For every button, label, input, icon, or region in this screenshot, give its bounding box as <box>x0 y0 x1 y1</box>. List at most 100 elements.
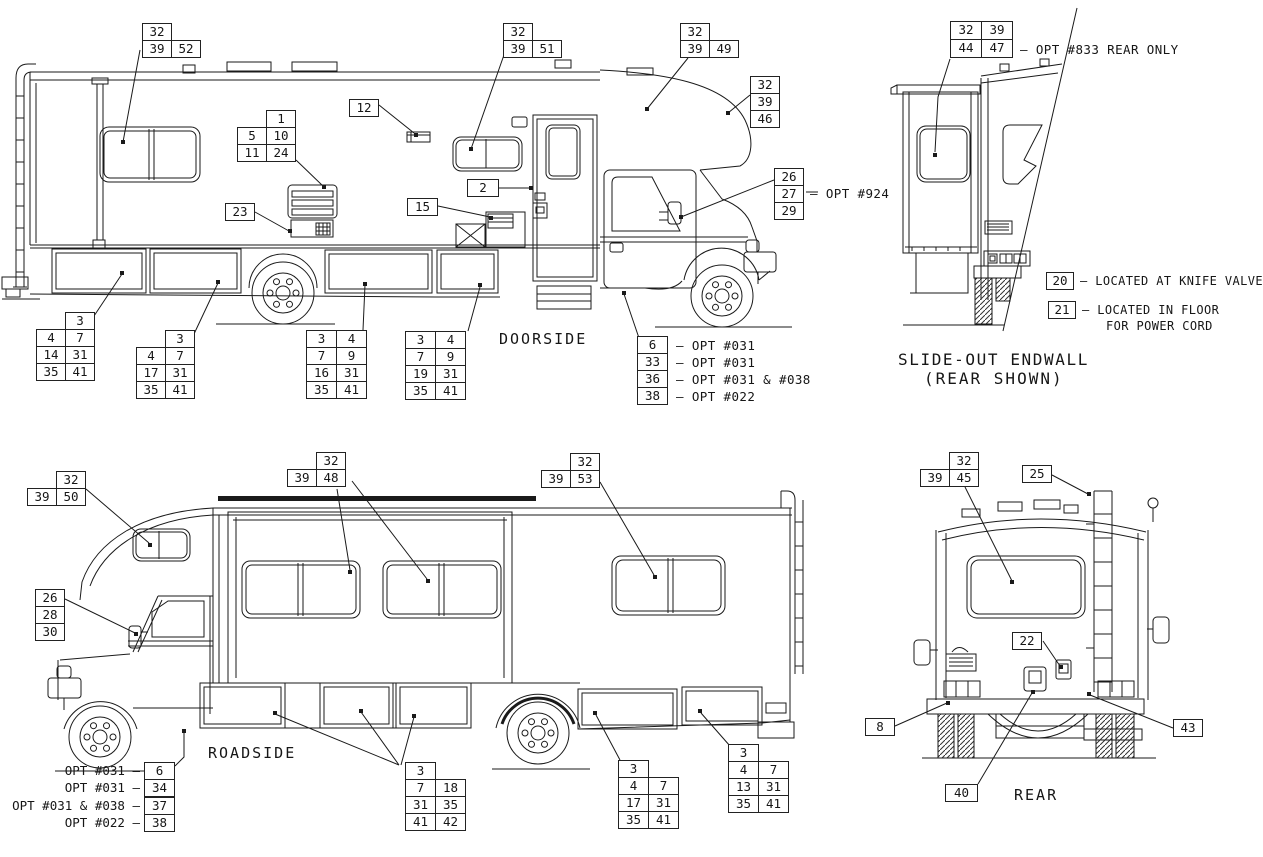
table-cell: 32 <box>950 21 982 40</box>
option-note: OPT #031 – <box>64 763 140 778</box>
table-cell: 16 <box>306 364 337 382</box>
callout-box: 26 <box>774 168 804 186</box>
table-cell: 31 <box>758 778 789 796</box>
location-note: – LOCATED AT KNIFE VALVE <box>1080 274 1263 288</box>
table-cell: 41 <box>405 813 436 831</box>
callout-box: 49 <box>709 40 739 58</box>
table-cell: 3 <box>405 331 436 349</box>
rear-drawing <box>894 474 1174 785</box>
table-cell: 35 <box>435 796 466 814</box>
table-cell: 7 <box>65 329 95 347</box>
table-cell: 35 <box>728 795 759 813</box>
callout-box: 33 <box>637 353 668 371</box>
callout-box: 26 <box>35 589 65 607</box>
table-cell: 3 <box>306 330 337 348</box>
table-cell: 18 <box>435 779 466 797</box>
roadside-drawing <box>47 480 804 772</box>
table-cell: 41 <box>648 811 679 829</box>
callout-box: 21 <box>1048 301 1076 319</box>
callout-box: 32 <box>503 23 533 41</box>
table-cell: 3 <box>618 760 649 778</box>
callout-box: 34 <box>144 779 175 797</box>
rear-view-label: REAR <box>1014 786 1059 804</box>
table-cell: 35 <box>306 381 337 399</box>
option-note: – OPT #833 REAR ONLY <box>1020 42 1179 57</box>
callout-box: 39 <box>541 470 571 488</box>
table-cell: 47 <box>981 39 1013 58</box>
table-cell: 31 <box>405 796 436 814</box>
callout-box: 38 <box>637 387 668 405</box>
endwall-view-sublabel: (REAR SHOWN) <box>924 369 1064 388</box>
callout-box: 39 <box>287 469 317 487</box>
table-cell: 41 <box>758 795 789 813</box>
callout-box: 39 <box>920 469 950 487</box>
option-note: – OPT #924 <box>810 186 890 201</box>
table-cell: 3 <box>405 762 436 780</box>
callout-box: 39 <box>142 40 172 58</box>
callout-box: 11 <box>237 144 267 162</box>
callout-box: 32 <box>750 76 780 94</box>
option-note: OPT #022 – <box>64 815 140 830</box>
table-cell: 4 <box>136 347 166 365</box>
table-cell: 7 <box>648 777 679 795</box>
table-cell: 31 <box>648 794 679 812</box>
callout-box: 22 <box>1012 632 1042 650</box>
table-cell: 7 <box>165 347 195 365</box>
table-cell: 31 <box>65 346 95 364</box>
callout-box: 25 <box>1022 465 1052 483</box>
option-note: – OPT #031 <box>676 338 756 353</box>
callout-box: 8 <box>865 718 895 736</box>
callout-box: 52 <box>171 40 201 58</box>
doorside-drawing <box>1 49 818 342</box>
callout-box: 39 <box>750 93 780 111</box>
callout-box: 37 <box>144 797 175 815</box>
callout-box: 51 <box>532 40 562 58</box>
callout-box: 10 <box>266 127 296 145</box>
callout-box: 32 <box>56 471 86 489</box>
table-cell: 44 <box>950 39 982 58</box>
table-cell: 41 <box>65 363 95 381</box>
callout-box: 53 <box>570 470 600 488</box>
option-note: – OPT #022 <box>676 389 756 404</box>
table-cell: 41 <box>435 382 466 400</box>
callout-box: 43 <box>1173 719 1203 737</box>
roadside-view-label: ROADSIDE <box>208 744 297 762</box>
table-cell: 4 <box>36 329 66 347</box>
table-cell: 7 <box>405 779 436 797</box>
callout-box: 32 <box>680 23 710 41</box>
table-cell: 7 <box>758 761 789 779</box>
table-cell: 31 <box>336 364 367 382</box>
table-cell: 3 <box>165 330 195 348</box>
location-note: – LOCATED IN FLOOR <box>1082 303 1220 317</box>
table-cell: 35 <box>36 363 66 381</box>
callout-box: 20 <box>1046 272 1074 290</box>
table-cell: 35 <box>618 811 649 829</box>
table-cell: 4 <box>618 777 649 795</box>
table-cell: 35 <box>136 381 166 399</box>
callout-box: 12 <box>349 99 379 117</box>
callout-box: 32 <box>142 23 172 41</box>
callout-box: 39 <box>680 40 710 58</box>
table-cell: 4 <box>435 331 466 349</box>
table-cell: 9 <box>435 348 466 366</box>
callout-box: 48 <box>316 469 346 487</box>
endwall-drawing <box>890 7 1078 332</box>
option-note: OPT #031 – <box>64 780 140 795</box>
table-cell: 19 <box>405 365 436 383</box>
callout-box: 1 <box>266 110 296 128</box>
table-cell: 41 <box>165 381 195 399</box>
table-cell: 7 <box>306 347 337 365</box>
callout-box: 50 <box>56 488 86 506</box>
table-cell: 4 <box>728 761 759 779</box>
location-note: FOR POWER CORD <box>1106 319 1213 333</box>
callout-box: 28 <box>35 606 65 624</box>
table-cell: 14 <box>36 346 66 364</box>
callout-box: 29 <box>774 202 804 220</box>
callout-box: 46 <box>750 110 780 128</box>
table-cell: 31 <box>435 365 466 383</box>
callout-box: 6 <box>637 336 668 354</box>
table-cell: 31 <box>165 364 195 382</box>
table-cell: 3 <box>728 744 759 762</box>
